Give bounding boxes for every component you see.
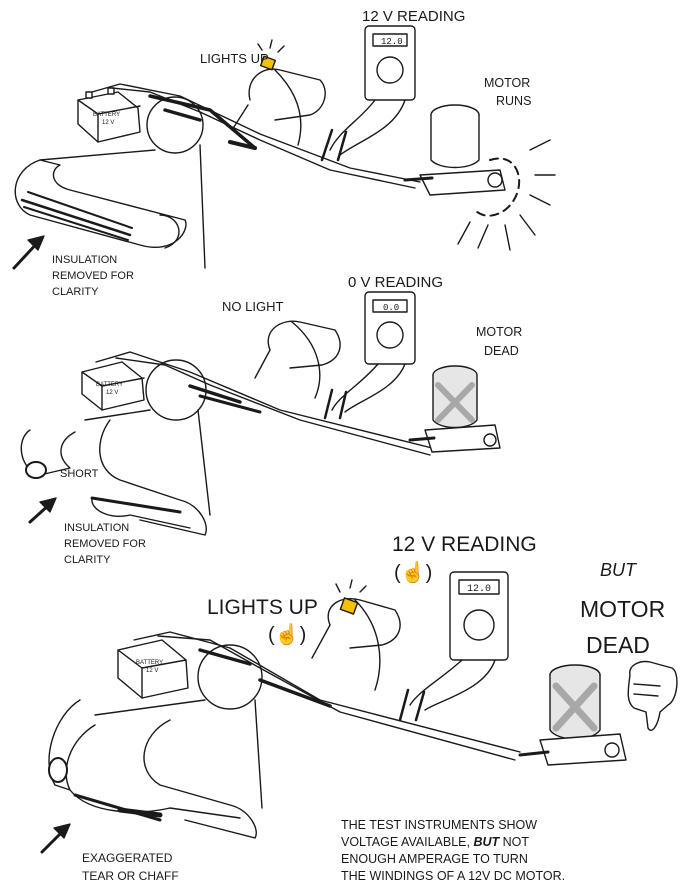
panel2-light-label: NO LIGHT [222,300,283,315]
cable-bundle [49,700,256,838]
arrow-icon [42,824,70,852]
panel3-motor-label-1: MOTOR [580,596,665,622]
caption-line-4: THE WINDINGS OF A 12V DC MOTOR. [341,868,565,885]
panel2-reading-label: 0 V READING [348,274,443,291]
panel1-motor-label-1: MOTOR [484,76,530,90]
caption-line-1: THE TEST INSTRUMENTS SHOW [341,817,565,834]
panel2-note-1: INSULATION [64,522,129,535]
meter-display: 0.0 [383,303,399,313]
panel1-note-3: CLARITY [52,286,98,299]
panel3-light-label: LIGHTS UP [207,596,318,620]
thumbs-down-icon [628,662,677,731]
panel2-motor-label-2: DEAD [484,344,519,358]
panel3-motor-label-2: DEAD [586,632,650,658]
panel1-light-label: LIGHTS UP [200,52,269,67]
multimeter-icon [325,292,415,418]
caption-line-2: VOLTAGE AVAILABLE, BUT NOT [341,834,565,851]
panel1-note-2: REMOVED FOR [52,270,134,283]
panel2-note-3: CLARITY [64,554,110,567]
panel2-battery-label-2: 12 V [106,390,118,397]
multimeter-icon [400,572,508,720]
magnifier-circle [198,645,262,709]
cable-bundle [15,160,186,248]
panel3-note-2: TEAR OR CHAFF [82,870,179,884]
explanation-caption: THE TEST INSTRUMENTS SHOW VOLTAGE AVAILA… [341,817,565,885]
panel3-note-1: EXAGGERATED [82,852,172,866]
panel1-battery-label-1: BATTERY [93,112,120,119]
test-light-icon [255,321,340,398]
pointing-hand-icon: (☝) [394,560,432,585]
panel2-battery-label-1: BATTERY [96,382,123,389]
caption-line-3: ENOUGH AMPERAGE TO TURN [341,851,565,868]
magnifier-circle [147,97,203,153]
meter-display: 12.0 [467,584,491,595]
panel1-reading-label: 12 V READING [362,8,465,25]
motor-icon [520,665,626,765]
panel3-battery-label-2: 12 V [146,668,158,675]
arrow-icon [30,498,56,522]
panel1-motor-label-2: RUNS [496,94,531,108]
panel2-short-label: SHORT [60,468,98,481]
panel3-but-label: BUT [600,560,636,581]
panel1-note-1: INSULATION [52,254,117,267]
panel3-battery-label-1: BATTERY [136,660,163,667]
motor-icon [410,366,500,452]
cable-bundle [21,420,206,535]
panel1-battery-label-2: 12 V [102,120,114,127]
panel3-reading-label: 12 V READING [392,533,537,557]
panel2-motor-label-1: MOTOR [476,325,522,339]
panel2-note-2: REMOVED FOR [64,538,146,551]
caption-emphasis: BUT [473,835,499,849]
arrow-icon [14,236,44,268]
panel-1: 12.0 [14,26,555,268]
pointing-hand-icon: (☝) [268,622,306,647]
meter-display: 12.0 [381,37,403,47]
panel-2: 0.0 [21,292,500,535]
test-light-icon [312,580,400,690]
